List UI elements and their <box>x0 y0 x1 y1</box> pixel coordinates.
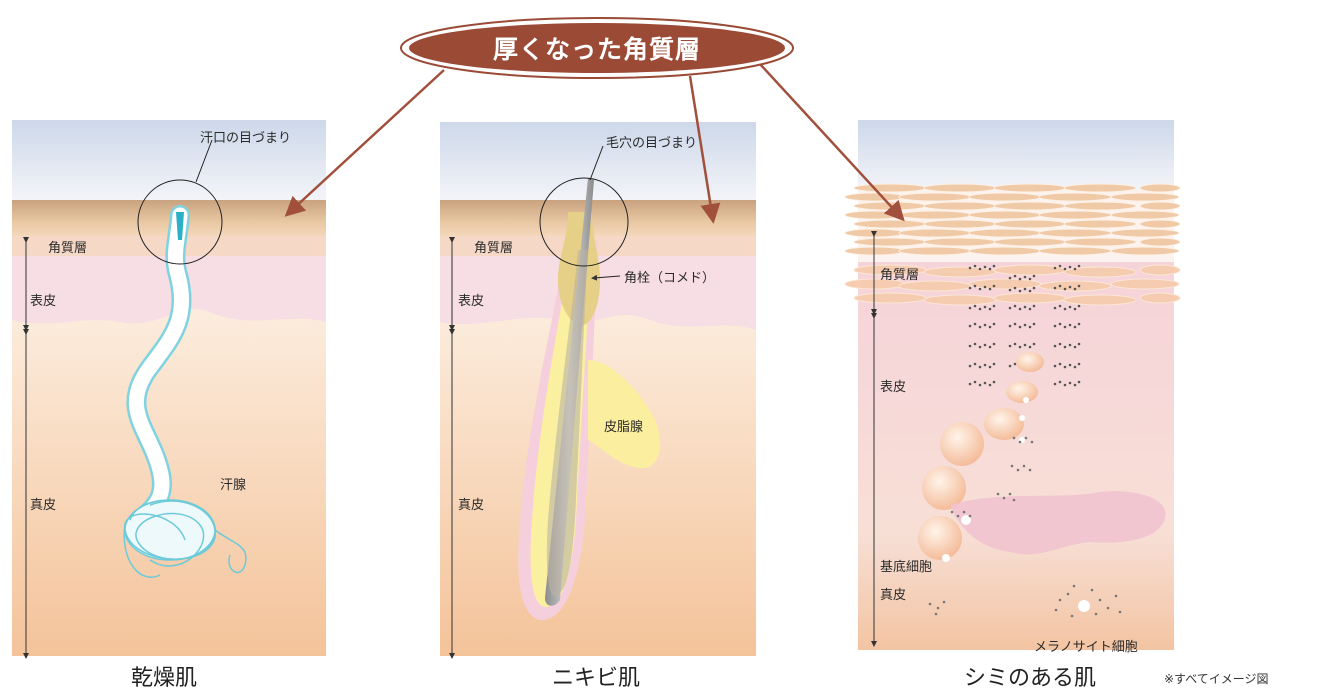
banner-arrows <box>284 63 905 224</box>
label-sweat-gland: 汗腺 <box>220 478 247 493</box>
label-epidermis: 表皮 <box>30 294 57 309</box>
panel-spot-skin <box>844 120 1181 650</box>
label-stratum-corneum: 角質層 <box>474 241 514 256</box>
label-basal-cell: 基底細胞 <box>880 560 933 575</box>
label-comedo: 角栓（コメド） <box>624 271 716 286</box>
label-dermis: 真皮 <box>458 498 485 513</box>
footnote: ※すべてイメージ図 <box>1164 672 1269 686</box>
banner-ellipse <box>400 17 794 79</box>
label-sebaceous-gland: 皮脂腺 <box>604 420 644 435</box>
label-epidermis: 表皮 <box>458 294 485 309</box>
rising-cells <box>918 352 1044 560</box>
label-stratum-corneum: 角質層 <box>880 268 920 283</box>
melanin-dots <box>968 264 1081 387</box>
panel-acne-skin <box>440 122 756 659</box>
callout-sweat-pore: 汗口の目づまり <box>200 131 292 146</box>
caption-acne-skin: ニキビ肌 <box>551 666 641 691</box>
label-melanocyte: メラノサイト細胞 <box>1034 640 1138 655</box>
caption-dry-skin: 乾燥肌 <box>130 666 198 691</box>
callout-pore-clog: 毛穴の目づまり <box>606 136 698 151</box>
label-epidermis: 表皮 <box>880 380 907 395</box>
label-dermis: 真皮 <box>30 498 57 513</box>
label-dermis: 真皮 <box>880 588 907 603</box>
label-stratum-corneum: 角質層 <box>48 241 88 256</box>
panel-dry-skin <box>12 120 326 659</box>
banner-title: 厚くなった角質層 <box>492 35 702 64</box>
caption-spot-skin: シミのある肌 <box>963 666 1097 691</box>
